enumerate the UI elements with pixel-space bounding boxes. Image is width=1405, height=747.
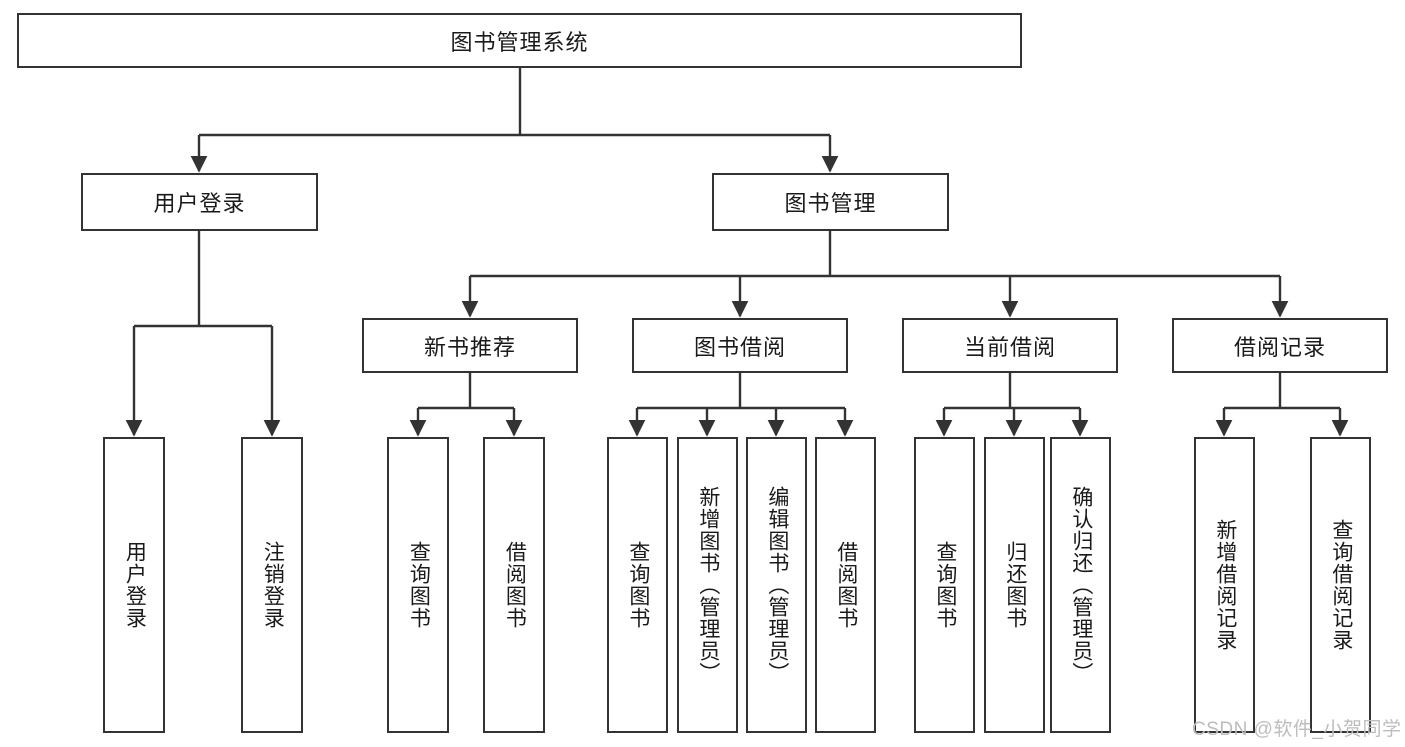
leaf-confirm-return-admin[interactable]: 确认归还（管理员） xyxy=(1050,437,1111,733)
node-book-borrow-label: 图书借阅 xyxy=(693,334,786,360)
node-borrow-record-label: 借阅记录 xyxy=(1233,334,1326,360)
leaf-query-book-current[interactable]: 查询图书 xyxy=(914,437,975,733)
leaf-edit-book-admin[interactable]: 编辑图书（管理员） xyxy=(746,437,807,733)
node-root[interactable]: 图书管理系统 xyxy=(17,13,1022,68)
leaf-query-book-rec-label: 查询图书 xyxy=(407,541,431,629)
node-new-book-recommend-label: 新书推荐 xyxy=(423,334,516,360)
leaf-user-login[interactable]: 用户登录 xyxy=(103,437,165,733)
leaf-borrow-book-rec[interactable]: 借阅图书 xyxy=(483,437,545,733)
leaf-return-book-label: 归还图书 xyxy=(1003,541,1027,629)
node-root-label: 图书管理系统 xyxy=(450,29,589,55)
node-new-book-recommend[interactable]: 新书推荐 xyxy=(362,318,578,373)
leaf-logout[interactable]: 注销登录 xyxy=(241,437,303,733)
csdn-watermark: CSDN @软件_小贺同学 xyxy=(1192,719,1402,740)
leaf-query-book-borrow-label: 查询图书 xyxy=(626,541,650,629)
leaf-query-book-current-label: 查询图书 xyxy=(933,541,957,629)
leaf-query-book-borrow[interactable]: 查询图书 xyxy=(607,437,668,733)
leaf-add-borrow-record-label: 新增借阅记录 xyxy=(1213,519,1237,651)
leaf-edit-book-admin-label: 编辑图书（管理员） xyxy=(765,486,789,684)
node-user-login[interactable]: 用户登录 xyxy=(81,173,318,231)
node-book-borrow[interactable]: 图书借阅 xyxy=(632,318,848,373)
leaf-query-borrow-record-label: 查询借阅记录 xyxy=(1329,519,1353,651)
node-current-borrow[interactable]: 当前借阅 xyxy=(902,318,1118,373)
leaf-borrow-book[interactable]: 借阅图书 xyxy=(815,437,876,733)
node-current-borrow-label: 当前借阅 xyxy=(963,334,1056,360)
leaf-logout-label: 注销登录 xyxy=(261,541,285,629)
leaf-confirm-return-admin-label: 确认归还（管理员） xyxy=(1069,486,1093,684)
leaf-add-borrow-record[interactable]: 新增借阅记录 xyxy=(1194,437,1255,733)
leaf-query-borrow-record[interactable]: 查询借阅记录 xyxy=(1310,437,1371,733)
node-book-management[interactable]: 图书管理 xyxy=(712,173,949,231)
node-user-login-label: 用户登录 xyxy=(153,191,246,216)
node-book-management-label: 图书管理 xyxy=(784,191,877,216)
leaf-borrow-book-label: 借阅图书 xyxy=(834,541,858,629)
leaf-add-book-admin[interactable]: 新增图书（管理员） xyxy=(677,437,738,733)
node-borrow-record[interactable]: 借阅记录 xyxy=(1172,318,1388,373)
leaf-add-book-admin-label: 新增图书（管理员） xyxy=(696,486,720,684)
leaf-user-login-label: 用户登录 xyxy=(123,541,147,629)
leaf-return-book[interactable]: 归还图书 xyxy=(984,437,1045,733)
leaf-borrow-book-rec-label: 借阅图书 xyxy=(503,541,527,629)
leaf-query-book-rec[interactable]: 查询图书 xyxy=(387,437,449,733)
